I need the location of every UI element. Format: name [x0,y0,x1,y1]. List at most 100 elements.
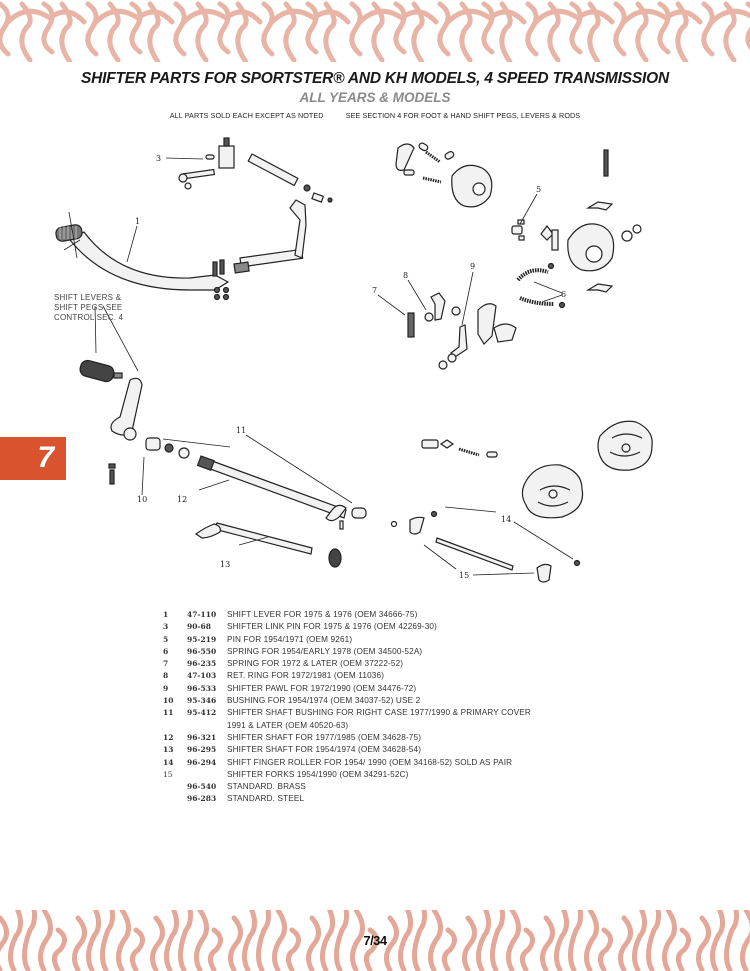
part-pawl [407,292,517,370]
part-description: STANDARD. STEEL [227,794,305,804]
flame-stroke [384,915,399,971]
flame-stroke [490,910,505,971]
flame-stroke [355,8,439,27]
flame-stroke [306,915,321,971]
flame-stroke [701,1,715,57]
flame-stroke [173,1,187,57]
page-number: 7/34 [363,933,387,948]
part-link-pin [178,137,235,190]
flame-stroke [724,910,739,971]
part-description: SHIFT LEVER FOR 1975 & 1976 (OEM 34666-7… [227,610,418,619]
flame-stroke [267,8,351,27]
ref-number: 5 [163,634,169,644]
flame-stroke [116,910,131,971]
flame-stroke [0,1,11,57]
callout-1: 1 [135,217,140,226]
part-description: SHIFTER SHAFT FOR 1977/1985 (OEM 34628-7… [227,732,422,742]
flame-stroke [412,910,427,971]
part-description: STANDARD. BRASS [227,782,306,792]
ref-number: 6 [163,646,169,656]
part-description: RET. RING FOR 1972/1981 (OEM 11036) [227,671,385,681]
part-number: 95-219 [187,634,217,644]
flame-stroke [584,910,599,971]
callout-5: 5 [536,185,541,194]
flame-stroke [740,910,750,971]
part-shift-lever [55,224,230,291]
flame-stroke [531,8,615,27]
flame-stroke [129,1,143,55]
flame-stroke [41,1,55,55]
flame-stroke [398,910,413,971]
part-number: 96-550 [187,646,217,656]
callout-7: 7 [372,286,377,295]
flame-stroke [554,910,569,971]
ref-number: 12 [163,732,174,742]
callout-8: 8 [403,271,408,280]
flame-stroke [437,1,451,57]
part-shifter-drum [521,420,653,519]
flame-stroke [334,910,349,971]
ref-number [163,793,187,805]
flame-stroke [462,915,477,971]
flame-stroke [3,8,87,27]
note-sold-each: ALL PARTS SOLD EACH EXCEPT AS NOTED [169,111,324,120]
callout-12: 12 [177,495,187,504]
part-description: SHIFT FINGER ROLLER FOR 1954/ 1990 (OEM … [227,757,513,767]
part-description: SHIFTER FORKS 1954/1990 (OEM 34291-52C) [227,769,409,779]
flame-stroke [393,1,407,55]
flame-border-top [0,1,750,62]
part-description: 1991 & LATER (OEM 40520-63) [227,720,349,730]
part-shaft-lever-upright [233,199,307,274]
flame-stroke [261,1,275,57]
ref-number: 3 [163,622,169,632]
flame-stroke [86,910,101,971]
flame-stroke [208,927,223,971]
flame-stroke [242,910,257,971]
callout-15: 15 [459,571,469,580]
side-note-line: SHIFT LEVERS & [54,293,122,302]
part-number: 95-346 [187,696,217,706]
flame-stroke [178,910,193,971]
flame-stroke [217,1,231,55]
flame-stroke [443,8,527,27]
ref-number: 7 [163,659,169,669]
ref-number: 1 [163,610,169,619]
part-shifter-shaft-13 [194,522,342,568]
ref-number: 14 [163,757,174,767]
callout-13: 13 [220,560,230,569]
flame-stroke [632,910,647,971]
side-note-line: CONTROL SEC. 4 [54,313,124,322]
ref-number: 11 [163,708,174,718]
part-description: SHIFTER LINK PIN FOR 1975 & 1976 (OEM 42… [227,622,437,632]
flame-stroke [228,915,243,971]
flame-stroke [476,910,491,971]
flame-stroke [676,927,691,971]
ref-number [163,720,187,732]
flame-stroke [662,910,677,971]
part-number: 96-321 [187,732,217,742]
part-number [187,769,227,781]
flame-stroke [272,910,287,971]
parts-row-continued: 1991 & LATER (OEM 40520-63) [163,720,531,732]
ref-number: 9 [163,683,169,693]
flame-stroke [619,8,703,27]
part-shifter-housing [395,142,642,309]
part-number: 96-283 [187,794,217,804]
part-number: 95-412 [187,708,217,718]
flame-stroke [320,910,335,971]
flame-stroke [442,927,457,971]
flame-stroke [657,1,671,55]
flame-stroke [179,8,263,27]
section-tab-label: 7 [37,441,54,474]
note-see-section: SEE SECTION 4 FOR FOOT & HAND SHIFT PEGS… [345,111,581,120]
page-title: SHIFTER PARTS FOR SPORTSTER® AND KH MODE… [81,70,669,87]
